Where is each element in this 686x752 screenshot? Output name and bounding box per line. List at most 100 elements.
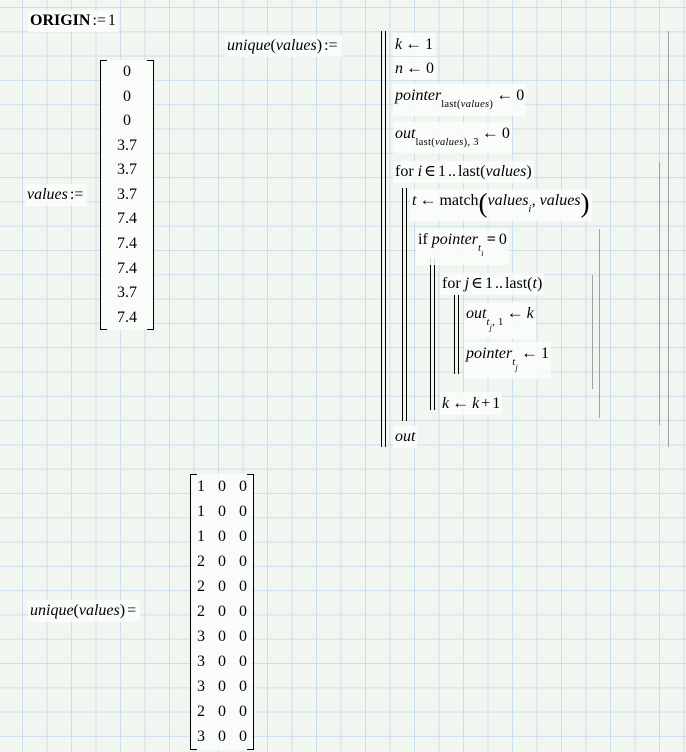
program-bar-outer [381,31,386,447]
paren-open: ( [431,137,436,148]
paren-close: ) [489,99,494,110]
var-n: n [395,60,403,77]
matrix-bracket-right [247,474,254,750]
matrix-cell: 0 [123,112,131,130]
matrix-cell: 0 [218,728,226,746]
var-k: k [395,36,403,53]
matrix-cell: 3 [197,728,205,746]
arg-t: t [532,275,537,292]
stmt-k-init: k←1 [393,33,436,56]
keyword-for: for [442,275,461,292]
paren-open: ( [480,163,486,180]
matrix-cell: 0 [123,63,131,81]
var-out: out [395,428,416,445]
fn-last: last [504,275,528,292]
fn-last: last [415,137,432,148]
matrix-bracket-left [190,474,197,750]
matrix-cell: 1 [197,477,205,495]
matrix-cell: 0 [218,477,226,495]
matrix-cell: 0 [239,628,247,645]
matrix-cell: 0 [218,577,226,595]
result-lhs: unique(values)= [28,600,141,622]
local-assign-arrow: ← [405,34,423,53]
index-t: t [512,357,516,368]
values-name: values [27,186,68,203]
index-t: t [478,243,482,254]
matrix-cell: 0 [239,728,247,746]
value: 0 [426,60,434,77]
plus-operator: + [481,395,491,412]
matrix-cell: 0 [239,678,247,696]
local-assign-arrow: ← [496,85,514,104]
stmt-for-i: for i∈1..last(values) [393,161,534,183]
program-bar-if-body [430,258,435,410]
local-assign-arrow: ← [506,303,524,322]
index-j: j [515,363,518,372]
big-paren-close: ) [580,188,590,218]
arg-values: values [485,163,527,180]
local-assign-arrow: ← [406,58,423,77]
matrix-cell: 0 [239,653,247,671]
keyword-for: for [395,163,414,180]
origin-expression: ORIGIN:=1 [28,10,118,32]
range-start: 1 [484,275,493,292]
local-assign-arrow: ← [481,123,499,142]
stmt-return-out: out [393,426,418,448]
var-k: k [472,395,480,412]
fn-last: last [457,163,481,180]
assign-operator: := [69,186,84,203]
var-pointer: pointer [395,87,442,104]
matrix-cell: 0 [218,653,226,671]
index-j: j [489,323,493,332]
paren-open: ( [73,602,79,619]
matrix-cell: 0 [218,552,226,570]
matrix-cell: 7.4 [117,259,137,277]
origin-value: 1 [107,12,116,29]
matrix-cell: 0 [239,477,247,495]
matrix-cell: 3.7 [117,136,137,154]
matrix-cell: 2 [197,703,205,721]
matrix-cell: 3.7 [117,284,137,302]
fn-last: last [441,99,457,110]
big-paren-open: ( [478,188,488,218]
local-assign-arrow: ← [452,393,470,412]
var-pointer: pointer [431,231,478,248]
paren-close: ) [316,37,323,54]
program-bar-for-j-body [454,295,459,374]
matrix-cell: 0 [218,703,226,721]
var-i: i [417,163,423,180]
function-name: unique [227,37,271,54]
program-extent-line-for-j [592,275,593,389]
matrix-cell: 0 [239,502,247,520]
arg-values: values [539,192,581,209]
index-i: i [481,249,484,258]
matrix-cell: 3.7 [117,161,137,179]
matrix-cell: 0 [239,602,247,620]
var-out: out [466,305,487,322]
matrix-cell: 0 [123,87,131,105]
paren-open: ( [270,37,276,54]
values-matrix[interactable]: 0 0 0 3.7 3.7 3.7 7.4 7.4 7.4 3.7 7.4 [100,60,154,330]
stmt-pointer-init: pointerlast(values)←0 [393,84,527,116]
matrix-cell: 7.4 [117,234,137,252]
paren-open: ( [457,99,461,110]
boolean-equals: = [486,231,496,248]
matrix-cell: 3 [197,653,205,671]
element-of-symbol: ∈ [471,275,483,292]
matrix-cell: 0 [218,527,226,545]
matrix-cell: 1 [197,502,205,520]
program-extent-line-for-i [659,162,660,425]
assign-operator: := [324,37,338,54]
keyword-if: if [418,231,428,248]
index-col: , 3 [467,137,479,148]
program-bar-for-i-body [402,188,407,421]
index-col: , 1 [492,317,504,328]
matrix-cell: 2 [197,602,205,620]
